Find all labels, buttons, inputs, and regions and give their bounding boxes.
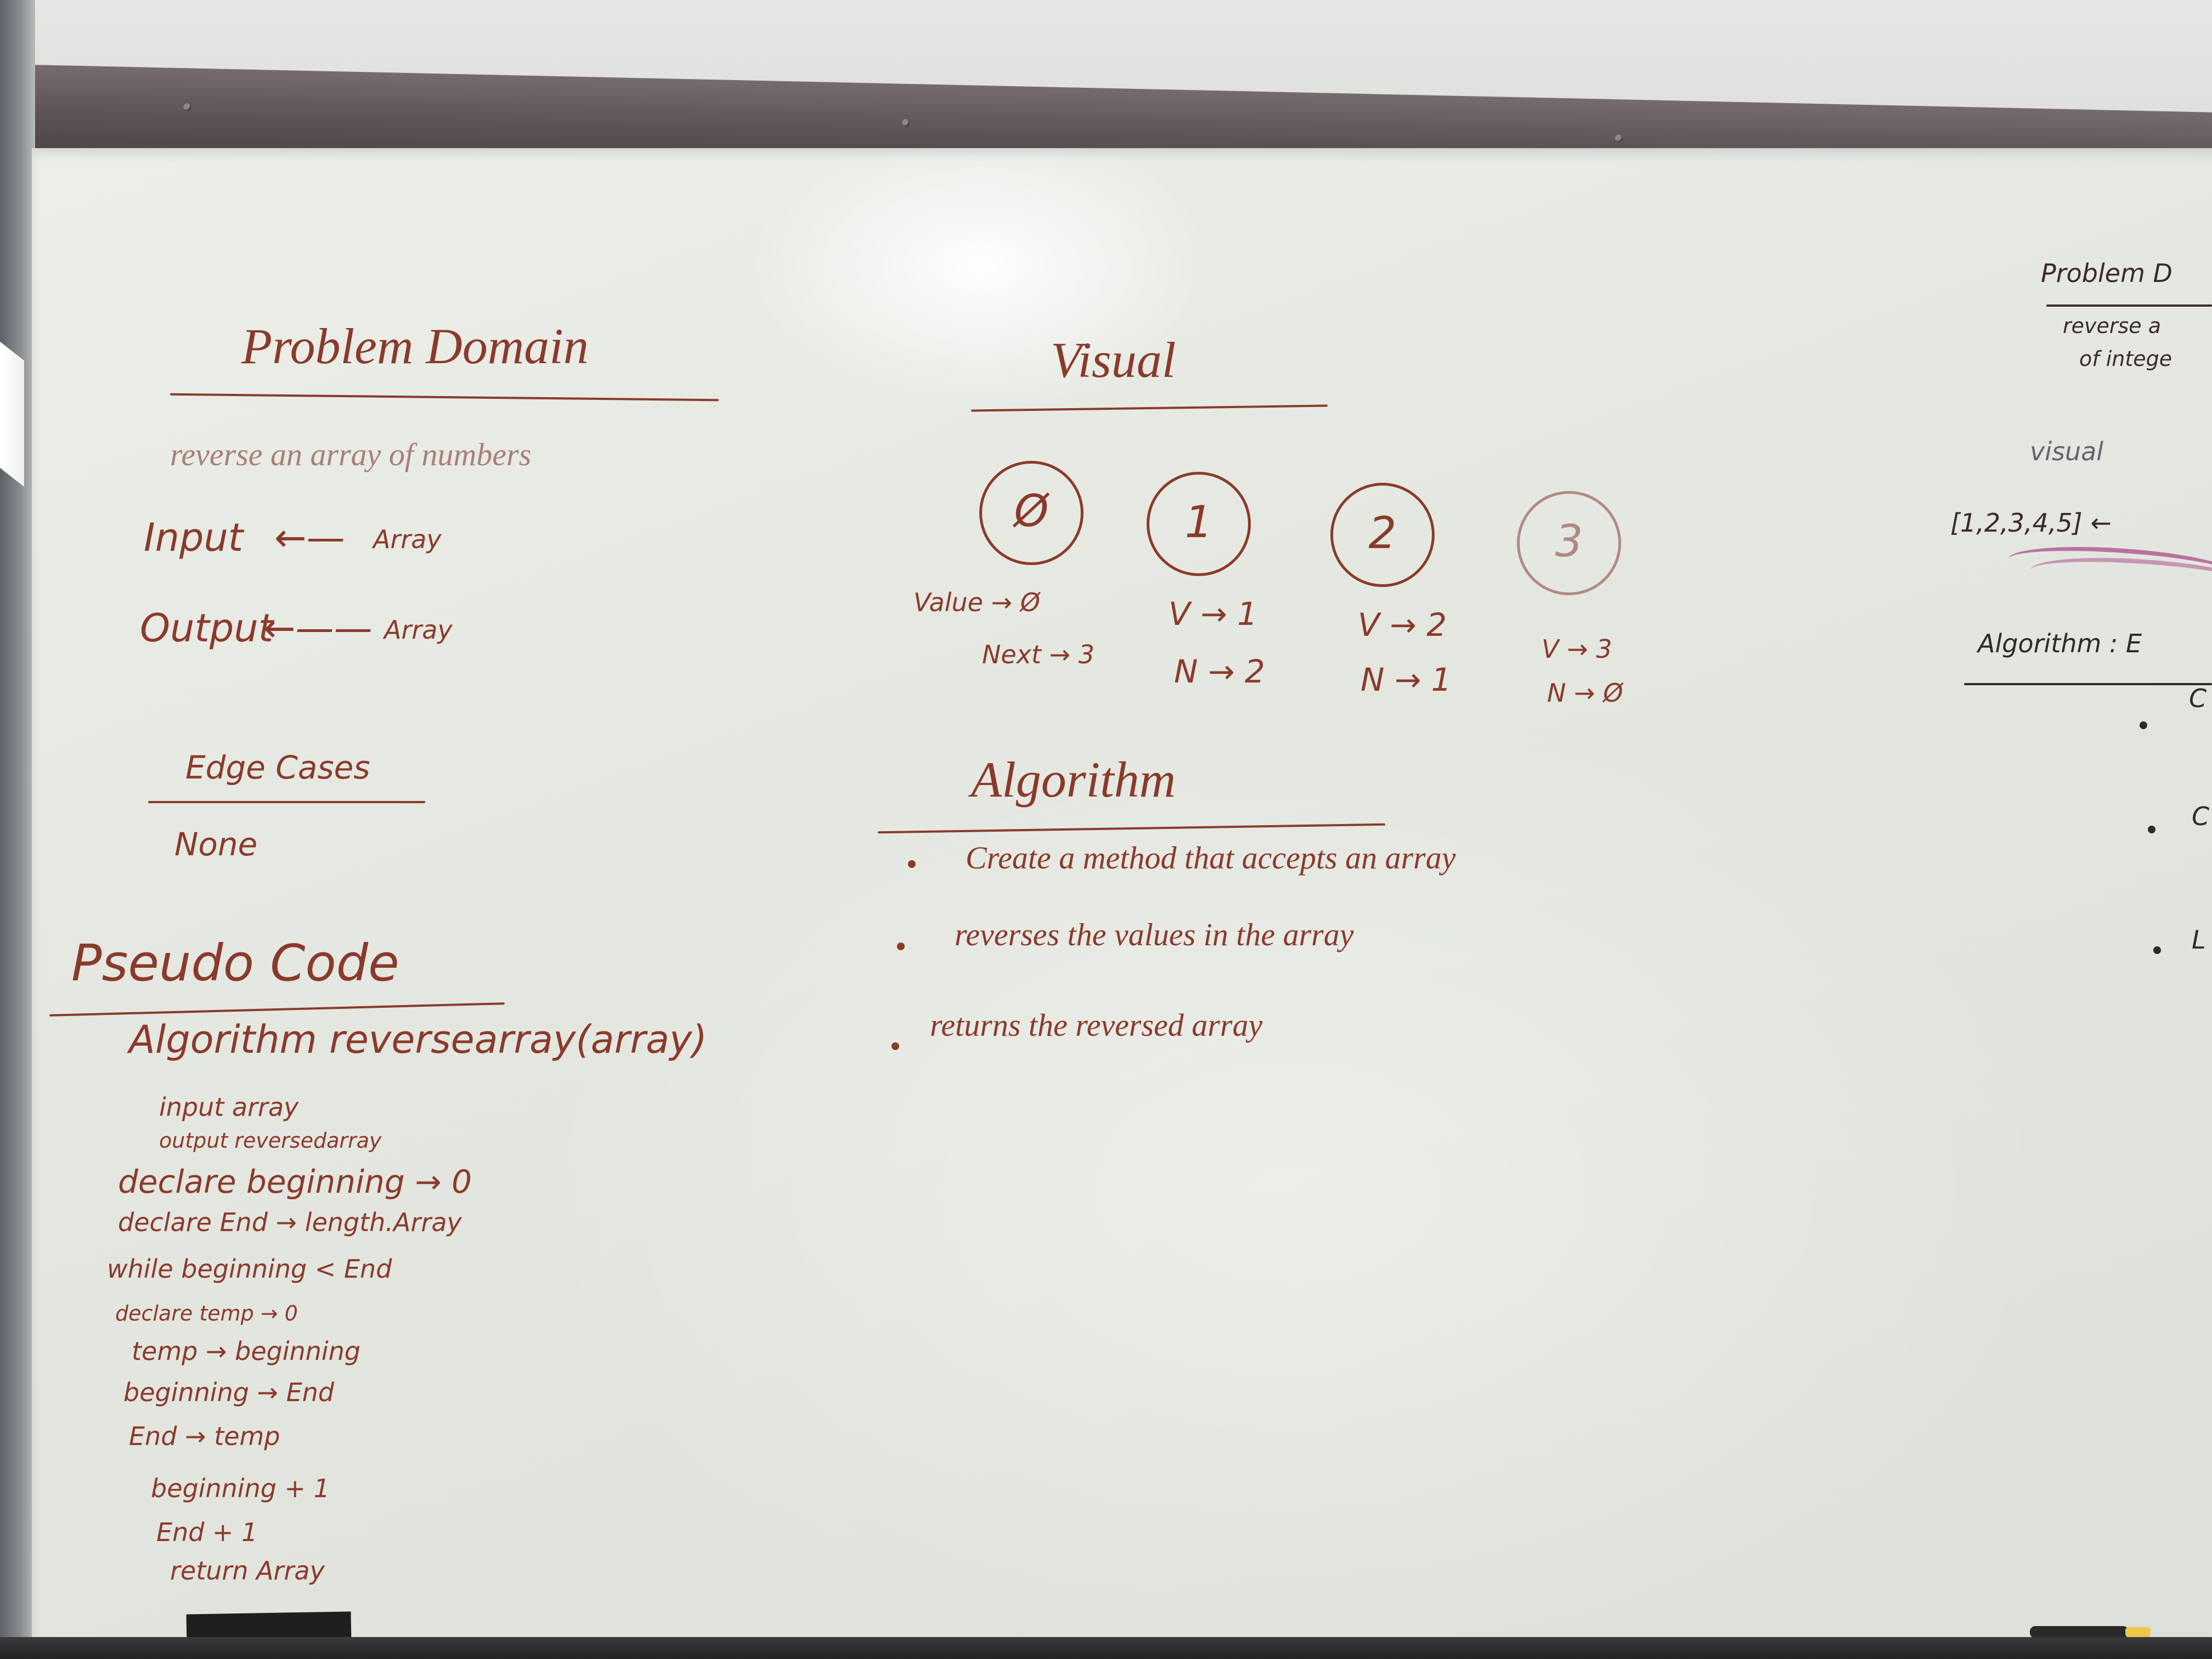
node-2-value: V → 2: [1358, 606, 1447, 644]
right-bullet: [2148, 826, 2155, 833]
rail-screw: [901, 119, 910, 127]
node-2-next: N → 1: [1361, 661, 1452, 698]
pseudo-line-9: beginning → End: [123, 1378, 335, 1407]
algorithm-bullet: [891, 1042, 899, 1050]
output-value: Array: [384, 615, 453, 645]
problem-domain-heading: Problem Domain: [241, 318, 589, 374]
node-3-value: V → 3: [1542, 634, 1612, 664]
right-bullet-3-text: L: [2192, 925, 2206, 955]
visual-heading: Visual: [1051, 332, 1176, 388]
pseudo-line-3: output reversedarray: [159, 1128, 382, 1153]
right-algorithm-heading: Algorithm : E: [1978, 629, 2142, 658]
algorithm-step-1: Create a method that accepts an array: [966, 840, 1456, 876]
pseudo-line-11: beginning + 1: [151, 1474, 330, 1503]
input-arrow-icon: ←—: [274, 515, 345, 560]
right-bullet: [2140, 721, 2147, 729]
right-visual-array: [1,2,3,4,5] ←: [1950, 508, 2112, 538]
pseudo-line-12: End + 1: [156, 1517, 258, 1547]
pseudo-line-2: input array: [159, 1092, 299, 1122]
pseudo-line-6: while beginning < End: [107, 1254, 392, 1284]
list-node-2: 2: [1330, 483, 1435, 587]
edge-cases-value: None: [174, 826, 258, 863]
right-bullet-1-text: C: [2189, 684, 2207, 713]
whiteboard-tray: [0, 1637, 2212, 1659]
input-value: Array: [373, 524, 442, 554]
algorithm-bullet: [908, 860, 916, 868]
marker: [2030, 1626, 2151, 1638]
pseudo-line-5: declare End → length.Array: [118, 1207, 462, 1237]
algorithm-step-3: returns the reversed array: [930, 1007, 1263, 1043]
left-wall-edge: [0, 0, 35, 1659]
rail-screw: [1615, 134, 1623, 143]
node-1-value: V → 1: [1169, 595, 1258, 633]
right-problem-desc-1: reverse a: [2063, 314, 2162, 338]
rail-screw: [183, 103, 191, 111]
pseudo-code-heading: Pseudo Code: [71, 934, 399, 992]
list-node-0: Ø: [979, 461, 1084, 565]
right-problem-underline: [2046, 304, 2212, 307]
pseudo-line-8: temp → beginning: [132, 1336, 361, 1366]
list-node-3: 3: [1517, 491, 1621, 595]
window-light: [0, 341, 24, 487]
edge-cases-underline: [148, 801, 425, 803]
pseudo-line-10: End → temp: [129, 1421, 280, 1451]
pseudo-line-13: return Array: [170, 1556, 325, 1585]
right-problem-heading: Problem D: [2041, 258, 2172, 288]
pseudo-line-7: declare temp → 0: [115, 1301, 298, 1325]
pseudo-line-1: Algorithm reversearray(array): [129, 1017, 707, 1062]
right-problem-desc-2: of intege: [2079, 347, 2172, 371]
algorithm-step-2: reverses the values in the array: [955, 917, 1354, 952]
right-bullet: [2153, 946, 2161, 954]
node-1-next: N → 2: [1174, 653, 1265, 690]
right-bullet-2-text: C: [2192, 802, 2210, 831]
pseudo-line-4: declare beginning → 0: [118, 1163, 472, 1200]
node-3-next: N → Ø: [1547, 678, 1623, 708]
node-0-next: Next → 3: [982, 640, 1095, 669]
problem-description: reverse an array of numbers: [170, 437, 532, 472]
input-label: Input: [144, 515, 244, 560]
output-arrow-icon: ←——: [263, 606, 373, 651]
list-node-1: 1: [1147, 472, 1251, 576]
edge-cases-heading: Edge Cases: [185, 749, 370, 786]
node-0-value: Value → Ø: [913, 588, 1040, 617]
algorithm-bullet: [897, 943, 905, 950]
algorithm-heading: Algorithm: [971, 752, 1176, 808]
right-visual-heading: visual: [2030, 437, 2104, 466]
right-algorithm-underline: [1964, 683, 2212, 685]
output-label: Output: [140, 606, 274, 651]
